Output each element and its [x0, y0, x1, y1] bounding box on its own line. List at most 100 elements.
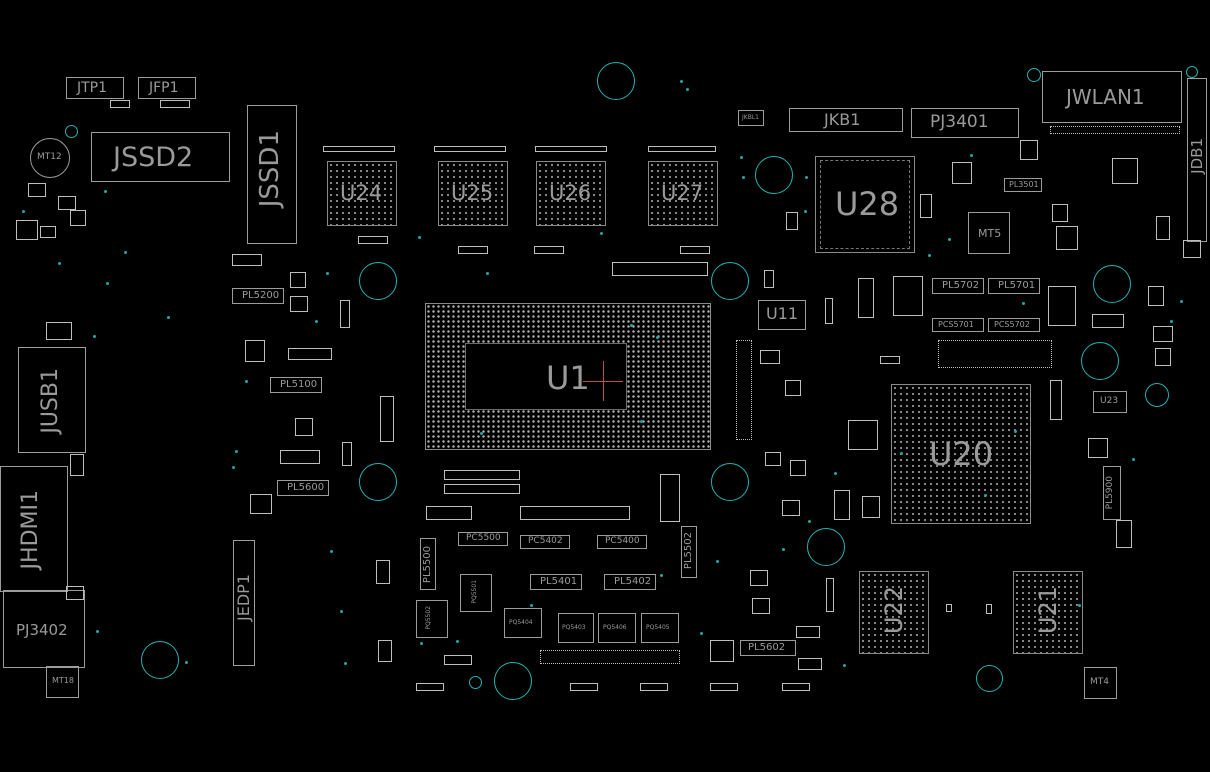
passive-cluster	[520, 506, 630, 520]
inductor-pl5500	[420, 538, 436, 590]
via	[185, 661, 188, 664]
passive-cluster	[232, 254, 262, 266]
mosfet-pq5406	[598, 613, 636, 643]
inductor-pl5602	[740, 640, 796, 656]
via	[22, 210, 25, 213]
capacitor-pc5400	[597, 535, 647, 549]
passive-cluster	[245, 340, 265, 362]
inductor-pl5702	[932, 278, 984, 294]
memory-chip-u22-label: U22	[880, 586, 908, 635]
passive-cluster	[358, 236, 388, 244]
memory-chip-u26	[536, 161, 606, 226]
mounting-hole	[807, 528, 845, 566]
via	[834, 472, 837, 475]
mounting-hole	[711, 262, 749, 300]
via	[1132, 458, 1135, 461]
passive-cluster	[848, 420, 878, 450]
via	[660, 574, 663, 577]
inductor-pl5402	[604, 574, 656, 590]
connector-pj3402-label: PJ3402	[16, 621, 68, 639]
passive-cluster	[736, 340, 752, 440]
mounting-hole	[1093, 265, 1131, 303]
passive-cluster	[426, 506, 472, 520]
mounting-hole	[1081, 342, 1119, 380]
via	[104, 190, 107, 193]
mount-mt12	[30, 138, 70, 178]
passive-cluster	[416, 683, 444, 691]
via	[106, 282, 109, 285]
mosfet-pq5501-label: PQ5501	[471, 580, 478, 604]
passive-cluster	[986, 604, 992, 614]
mosfet-pq5404-label: PQ5404	[509, 619, 533, 626]
via	[630, 324, 633, 327]
via	[245, 380, 248, 383]
via	[716, 560, 719, 563]
passive-cluster	[1156, 216, 1170, 240]
memory-chip-u27-label: U27	[661, 181, 704, 205]
via	[804, 210, 807, 213]
chip-u28-pins	[820, 160, 910, 249]
mounting-hole	[359, 463, 397, 501]
via	[58, 262, 61, 265]
via	[742, 176, 745, 179]
cpu-u1-die-area	[465, 343, 627, 410]
mounting-hole	[1145, 383, 1169, 407]
via	[1014, 430, 1017, 433]
mosfet-pq5405	[641, 613, 679, 643]
passive-cluster	[765, 452, 781, 466]
mosfet-pq5502	[416, 600, 448, 638]
memory-chip-u26-label: U26	[549, 181, 592, 205]
mounting-hole	[494, 662, 532, 700]
via	[480, 432, 483, 435]
pad-strip	[648, 146, 716, 152]
via	[640, 420, 643, 423]
passive-cluster	[534, 246, 564, 254]
passive-cluster	[1183, 240, 1201, 258]
passive-cluster	[295, 418, 313, 436]
passive-cluster	[834, 490, 850, 520]
mount-mt5	[968, 212, 1010, 254]
memory-chip-u25	[438, 161, 508, 226]
connector-jkb1	[789, 108, 903, 132]
inductor-pl3501	[1004, 178, 1042, 192]
passive-cluster	[1056, 226, 1078, 250]
chipset-u20	[891, 384, 1031, 524]
via	[928, 254, 931, 257]
capacitor-pcs5702-label: PCS5702	[994, 320, 1030, 329]
passive-cluster	[1153, 326, 1173, 342]
passive-cluster	[376, 560, 390, 584]
capacitor-pcs5702	[988, 318, 1040, 332]
pad-strip	[434, 146, 506, 152]
chipset-u20-label: U20	[929, 435, 994, 473]
capacitor-pcs5701	[932, 318, 984, 332]
mount-mt5-label: MT5	[978, 227, 1002, 240]
connector-jdb1-label: JDB1	[1188, 138, 1206, 174]
memory-chip-u24-label: U24	[340, 181, 383, 205]
via	[900, 452, 903, 455]
passive-cluster	[786, 212, 798, 230]
inductor-pl3501-label: PL3501	[1009, 180, 1039, 189]
via	[782, 548, 785, 551]
chip-u11	[758, 300, 806, 330]
passive-cluster	[790, 460, 806, 476]
connector-jedp1	[233, 540, 255, 666]
connector-jtp1-label: JTP1	[77, 80, 108, 96]
passive-cluster	[288, 348, 332, 360]
passive-cluster	[570, 683, 598, 691]
via	[686, 88, 689, 91]
connector-jusb1	[18, 347, 86, 453]
passive-cluster	[110, 100, 130, 108]
via	[326, 272, 329, 275]
mounting-hole	[1027, 68, 1041, 82]
passive-cluster	[1155, 348, 1171, 366]
passive-cluster	[444, 470, 520, 480]
pad-strip	[535, 146, 607, 152]
inductor-pl5600	[277, 480, 329, 496]
passive-cluster	[458, 246, 488, 254]
mount-mt4	[1084, 667, 1117, 699]
passive-cluster	[760, 350, 780, 364]
inductor-pl5502-label: PL5502	[683, 532, 694, 570]
passive-cluster	[40, 226, 56, 238]
via	[420, 642, 423, 645]
mounting-hole	[976, 665, 1003, 692]
